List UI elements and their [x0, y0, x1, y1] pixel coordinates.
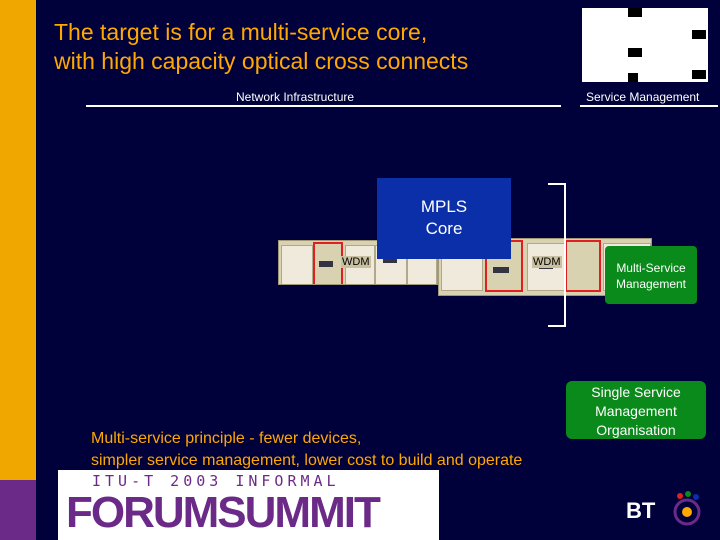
mpls-line-1: MPLS [420, 197, 468, 216]
forum-logo-main: FORUMSUMMIT [66, 488, 381, 537]
service-bracket [548, 183, 566, 327]
sso-line-1: Single Service [591, 384, 681, 400]
single-service-organisation-box: Single Service Management Organisation [566, 381, 706, 439]
bt-logo-text: BT [626, 498, 656, 523]
network-divider [86, 105, 561, 107]
wdm-label-left: WDM [341, 256, 371, 268]
side-accent-bottom [0, 480, 36, 540]
mpls-line-2: Core [425, 219, 463, 238]
principle-line-2: simpler service management, lower cost t… [91, 452, 523, 469]
multi-service-management-box: Multi-Service Management [605, 246, 697, 304]
slide-title: The target is for a multi-service core, … [54, 18, 574, 76]
principle-line-1: Multi-service principle - fewer devices, [91, 430, 362, 447]
forum-logo-top: ITU-T 2003 INFORMAL [92, 472, 340, 490]
network-infrastructure-label: Network Infrastructure [236, 90, 355, 104]
bt-piper-icon [673, 491, 701, 526]
wdm-label-right: WDM [532, 256, 562, 268]
sso-line-2: Management [595, 403, 677, 419]
bt-logo: BT [622, 488, 702, 534]
mpls-core-box: MPLS Core [377, 178, 511, 259]
msm-line-1: Multi-Service [616, 261, 686, 275]
principle-text: Multi-service principle - fewer devices,… [91, 428, 522, 472]
side-accent-bar [0, 0, 36, 540]
sso-line-3: Organisation [596, 422, 676, 438]
service-management-label: Service Management [586, 90, 700, 104]
title-line-2: with high capacity optical cross connect… [54, 48, 469, 74]
msm-line-2: Management [615, 277, 687, 291]
service-divider [580, 105, 718, 107]
forum-summit-logo: ITU-T 2003 INFORMAL FORUMSUMMIT [58, 470, 439, 540]
title-line-1: The target is for a multi-service core, [54, 19, 428, 45]
corner-logo [582, 8, 708, 82]
